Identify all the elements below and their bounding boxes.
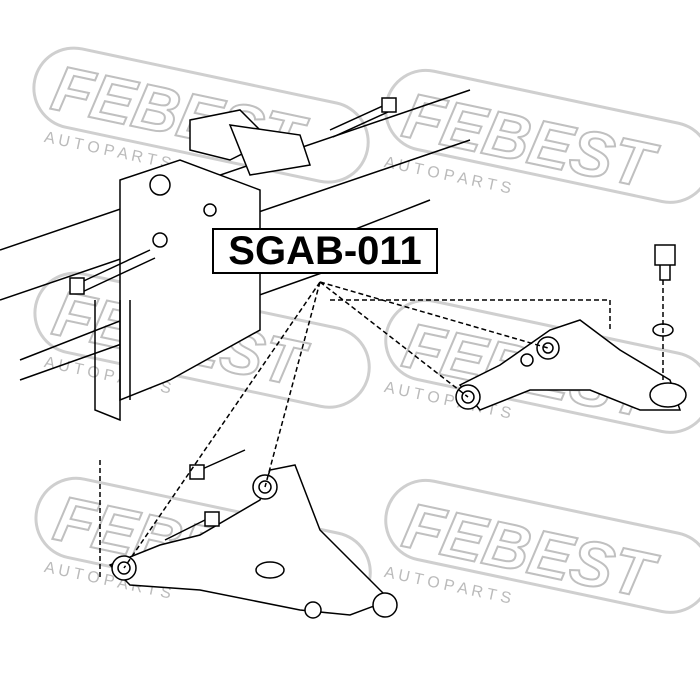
control-arm-lower	[108, 464, 392, 616]
ball-joint	[654, 244, 676, 281]
control-arm-upper	[458, 319, 682, 411]
part-number-label: SGAB-011	[212, 228, 438, 274]
bolt	[74, 249, 156, 294]
mount-bracket	[119, 159, 261, 402]
bolt	[329, 104, 389, 138]
